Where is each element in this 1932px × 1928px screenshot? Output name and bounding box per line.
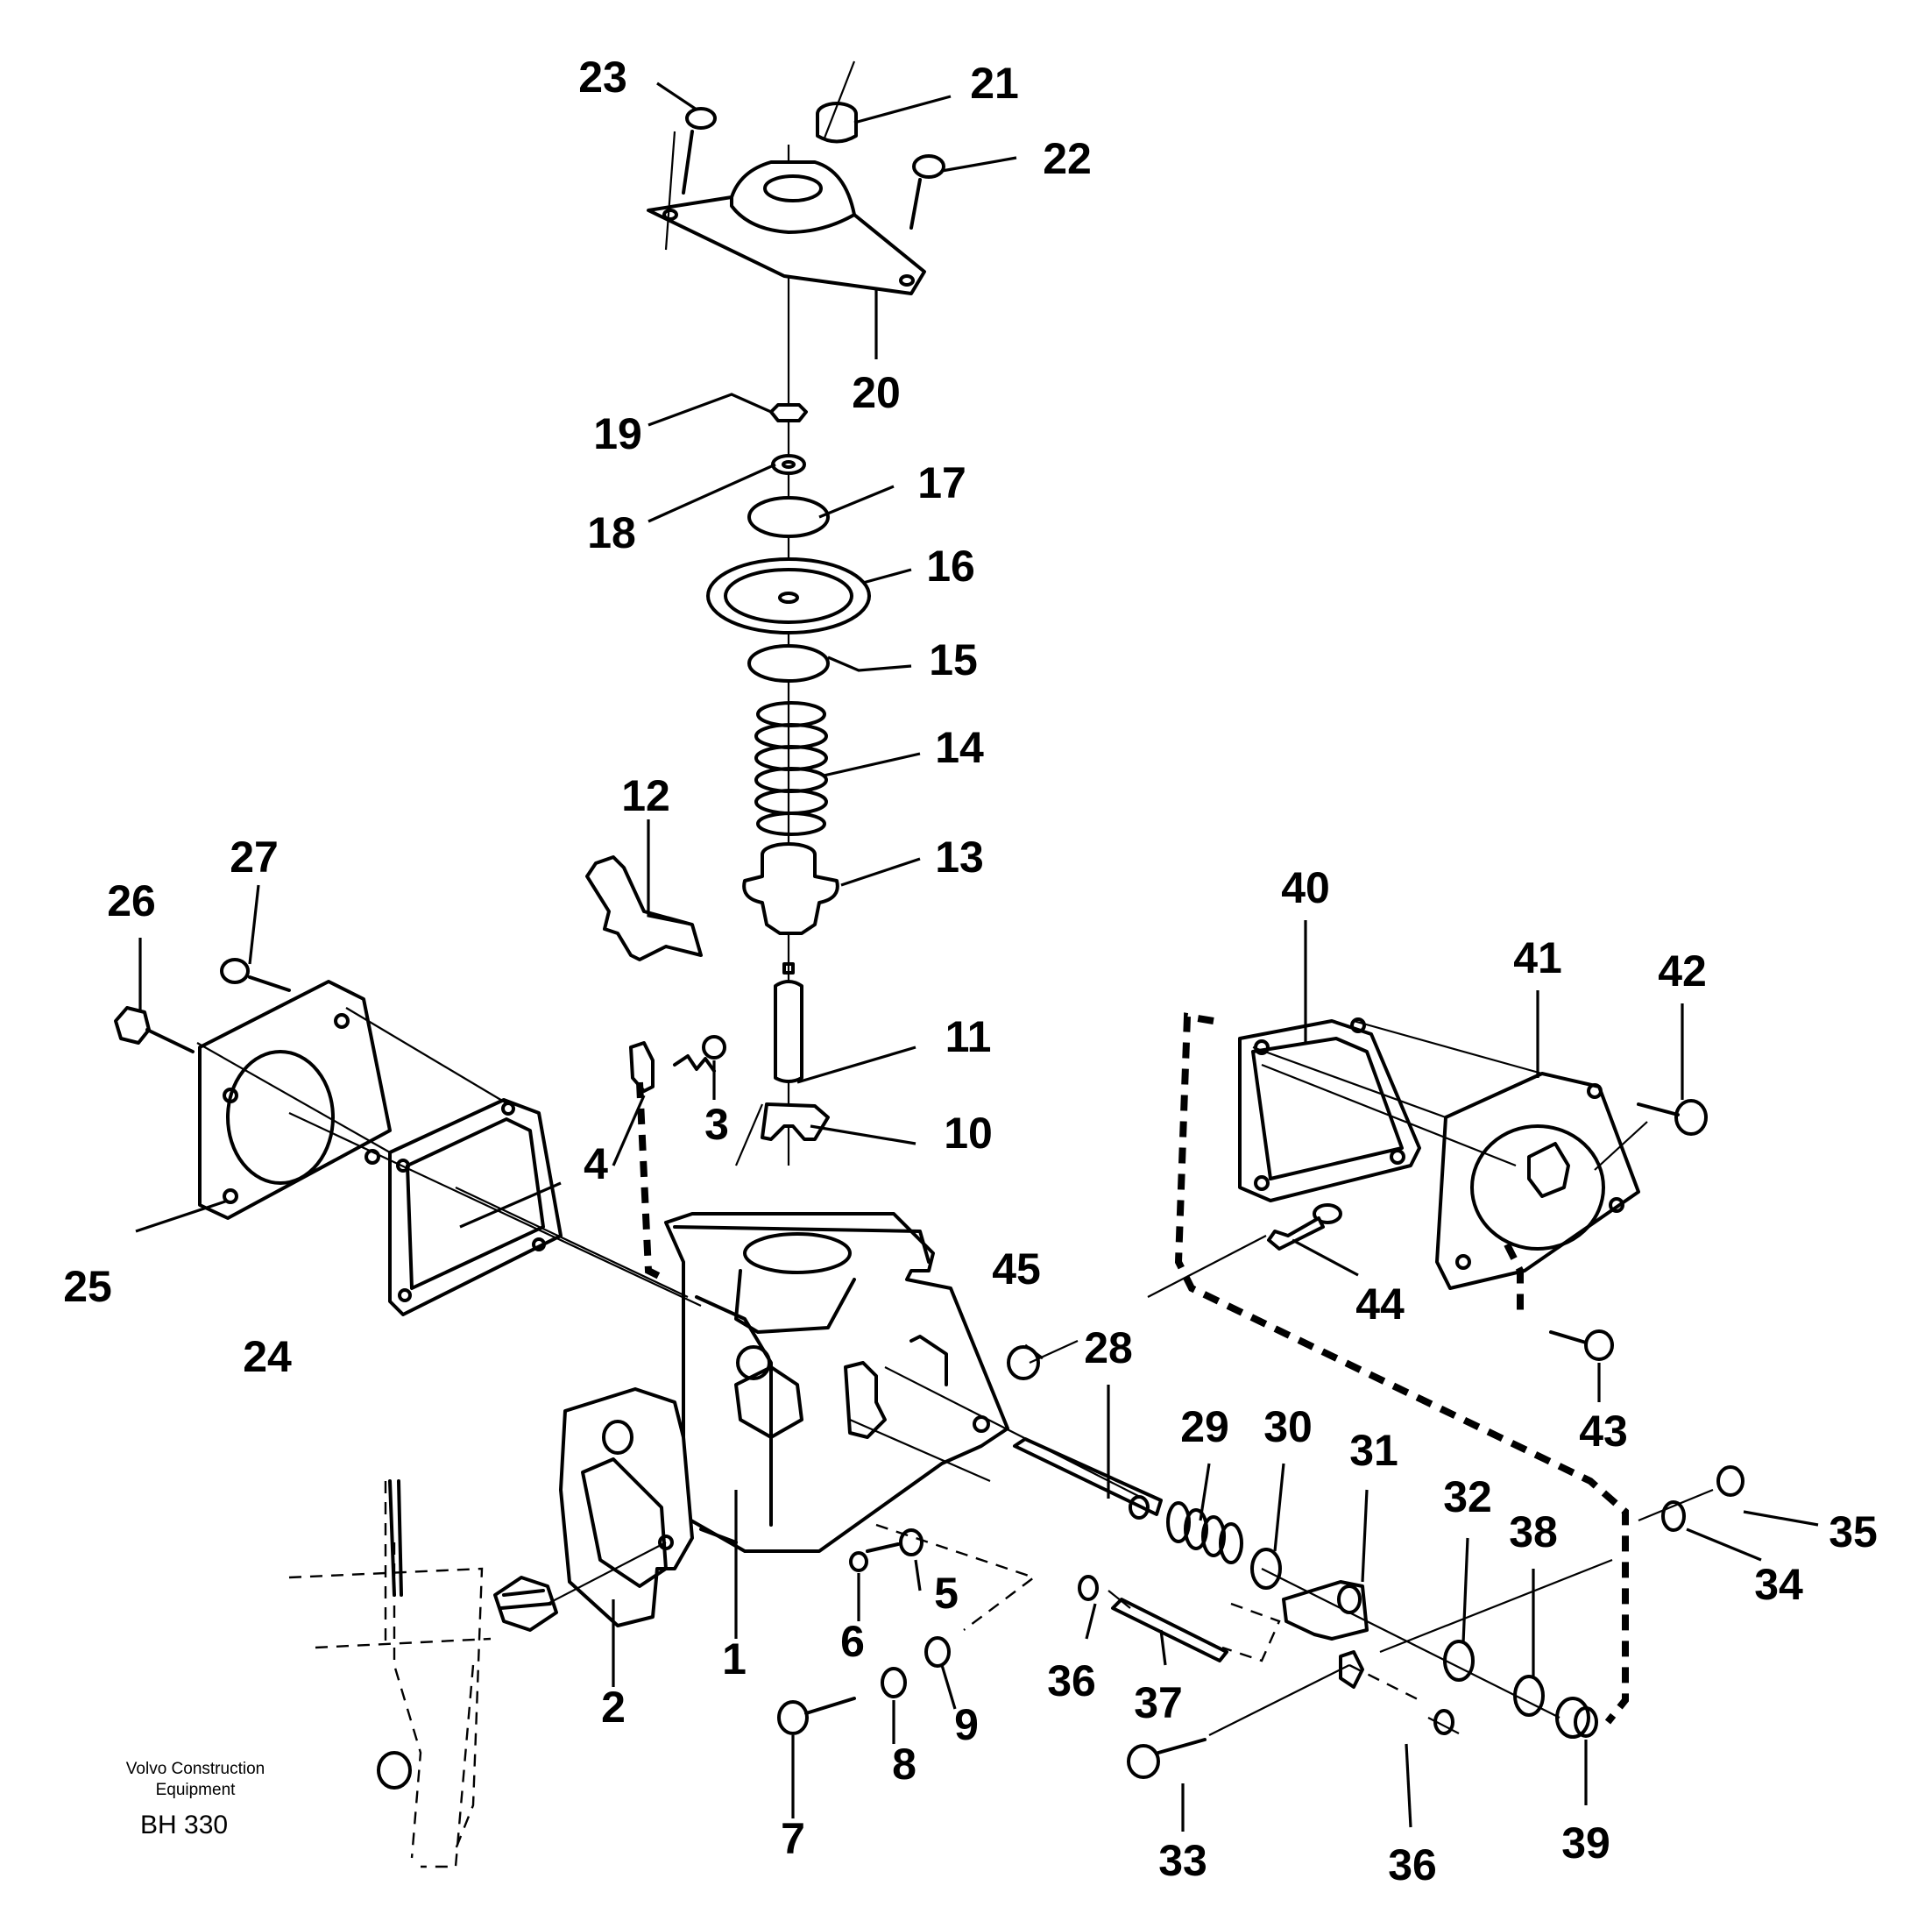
part-bolt-26 — [114, 1006, 195, 1053]
callout-labels: 1 2 3 4 5 6 7 8 9 10 11 12 13 14 15 16 1… — [63, 53, 1878, 1889]
publisher-name: Volvo Construction — [126, 1760, 265, 1778]
callout-1: 1 — [722, 1634, 747, 1683]
engine-block-outline — [288, 1479, 492, 1868]
callout-30: 30 — [1263, 1402, 1313, 1451]
leader-lines — [135, 82, 1819, 1832]
part-spring — [754, 701, 828, 836]
callout-9: 9 — [954, 1700, 979, 1749]
part-side-cover-right — [1435, 1072, 1640, 1290]
callout-11: 11 — [945, 1012, 992, 1061]
callout-42: 42 — [1658, 946, 1707, 996]
callout-3: 3 — [704, 1100, 729, 1149]
publisher-name-line2: Equipment — [156, 1781, 237, 1799]
callout-29: 29 — [1180, 1402, 1229, 1451]
part-washer-small — [771, 454, 806, 475]
part-washers-34-35 — [1661, 1465, 1744, 1532]
part-lever-plate — [761, 1102, 830, 1141]
callout-17: 17 — [917, 458, 966, 507]
part-nipple — [816, 60, 858, 144]
part-bolt-44 — [1267, 1203, 1342, 1251]
part-bushing-39 — [1555, 1697, 1598, 1739]
part-washer-32 — [1443, 1640, 1475, 1682]
callout-36-top: 36 — [1047, 1656, 1096, 1705]
callout-22: 22 — [1043, 134, 1092, 183]
callout-10: 10 — [944, 1109, 993, 1158]
callout-13: 13 — [935, 833, 984, 882]
callout-41: 41 — [1513, 933, 1562, 982]
callout-19: 19 — [593, 409, 642, 458]
alignment-lines — [196, 1007, 1714, 1736]
callout-37: 37 — [1134, 1678, 1183, 1727]
callout-28: 28 — [1084, 1323, 1133, 1372]
part-screws-5-6 — [849, 1528, 924, 1572]
part-shaft — [1013, 1437, 1163, 1520]
connection-dashes — [636, 1012, 1629, 1725]
part-pin — [774, 962, 803, 1083]
part-nut — [769, 403, 808, 422]
callout-26: 26 — [107, 876, 156, 925]
callout-33: 33 — [1158, 1836, 1207, 1885]
diagram-footer: Volvo Construction Equipment BH 330 — [126, 1760, 265, 1839]
part-washer-large — [747, 644, 830, 683]
part-side-cover-left — [198, 980, 392, 1220]
part-bracket-plate — [585, 855, 703, 961]
part-plug-45 — [1007, 1345, 1040, 1380]
callout-18: 18 — [587, 508, 636, 557]
callout-6: 6 — [840, 1617, 865, 1666]
part-screw-left — [664, 107, 717, 251]
callout-45: 45 — [992, 1244, 1041, 1294]
part-bolt-27 — [220, 958, 291, 992]
callout-20: 20 — [852, 368, 901, 417]
callout-5: 5 — [934, 1569, 959, 1618]
part-screw-7-washers — [777, 1636, 951, 1735]
callout-25: 25 — [63, 1262, 112, 1311]
part-washer-38 — [1513, 1675, 1545, 1717]
callout-36-bottom: 36 — [1388, 1840, 1437, 1889]
part-main-housing — [664, 1212, 1009, 1553]
part-small-bracket — [629, 1041, 655, 1093]
callout-23: 23 — [578, 53, 627, 102]
callout-38: 38 — [1509, 1507, 1558, 1556]
part-spring-small — [673, 1035, 726, 1073]
callout-39: 39 — [1561, 1818, 1610, 1868]
callout-2: 2 — [601, 1683, 626, 1732]
callout-15: 15 — [929, 635, 978, 684]
callout-24: 24 — [243, 1332, 292, 1381]
callout-21: 21 — [970, 59, 1019, 108]
part-lever-31 — [1282, 1580, 1369, 1689]
callout-7: 7 — [781, 1814, 805, 1863]
callout-32: 32 — [1443, 1472, 1492, 1521]
part-diaphragm — [706, 557, 871, 634]
callout-16: 16 — [926, 542, 975, 591]
part-washer-30 — [1250, 1548, 1282, 1590]
diagram-code: BH 330 — [140, 1811, 228, 1839]
callout-12: 12 — [621, 771, 670, 820]
part-gasket-left — [388, 1098, 563, 1316]
part-fitting — [493, 1576, 558, 1632]
callout-35: 35 — [1829, 1507, 1878, 1556]
part-top-cover — [647, 160, 926, 295]
callout-31: 31 — [1349, 1426, 1398, 1475]
callout-27: 27 — [230, 833, 279, 882]
callout-43: 43 — [1579, 1407, 1628, 1456]
callout-8: 8 — [892, 1740, 916, 1789]
part-housing-insert — [742, 842, 839, 935]
part-spring-29 — [1166, 1501, 1243, 1564]
part-screw-43 — [1549, 1329, 1614, 1361]
part-screw-33 — [1127, 1738, 1207, 1779]
callout-4: 4 — [584, 1139, 608, 1188]
part-gasket-front — [559, 1387, 694, 1627]
part-washer-medium — [747, 496, 830, 538]
part-screw-42 — [1637, 1099, 1708, 1136]
callout-40: 40 — [1281, 863, 1330, 912]
callout-14: 14 — [935, 723, 984, 772]
part-shaft-37 — [1111, 1598, 1281, 1662]
callout-34: 34 — [1754, 1560, 1803, 1609]
part-screw-right — [909, 154, 945, 230]
callout-44: 44 — [1355, 1279, 1405, 1329]
part-gasket-right — [1238, 1017, 1421, 1202]
